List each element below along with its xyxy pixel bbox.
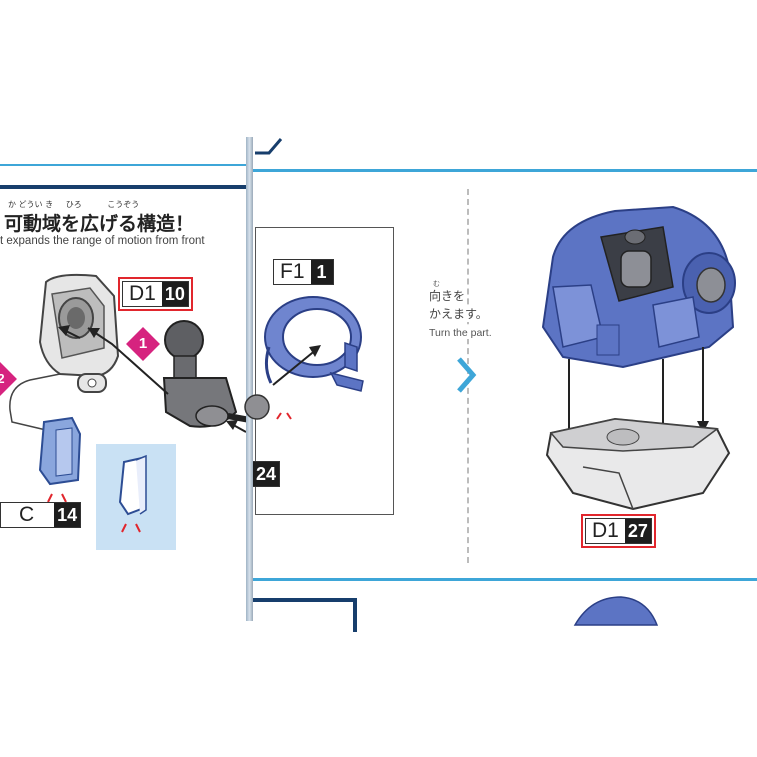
heading-jp: 可動域を広げる構造！ [4, 213, 195, 235]
right-panel: F1 1 24 む 向きを かえます。 Turn the part. [244, 137, 757, 632]
subheading-en: t expands the range of motion from front [0, 235, 205, 247]
top-rule-cyan [0, 164, 246, 166]
chevron-right-icon [457, 357, 477, 393]
left-panel: か どうい き ひろ こうぞう 可動域を広げる構造！ t expands the… [0, 137, 251, 621]
part-tag-c-14: C 14 [0, 502, 82, 528]
top-rule-cyan-right [253, 169, 757, 172]
partial-tag-24: 24 [253, 461, 281, 487]
next-part-peek [573, 596, 659, 626]
turn-note-jp-line1: 向きを [429, 287, 466, 304]
turn-note-furigana: む [433, 280, 440, 288]
turn-note-jp-line2: かえます。 [429, 305, 488, 322]
tag-number: 1 [310, 260, 333, 284]
dashed-divider [467, 189, 469, 563]
tag-number: 10 [161, 282, 188, 306]
tag-number: 14 [54, 503, 81, 527]
part-tag-d1-27: D1 27 [581, 514, 656, 548]
next-step-box [253, 598, 357, 632]
instruction-scan: か どうい き ひろ こうぞう 可動域を広げる構造！ t expands the… [0, 137, 757, 632]
part-tag-f1-1: F1 1 [273, 259, 334, 285]
turn-note-en: Turn the part. [429, 327, 492, 339]
ring-part-illustration [244, 296, 364, 420]
tag-letter: C [19, 503, 35, 526]
tag-number: 27 [624, 519, 651, 543]
step-marker-2-label: 2 [0, 371, 5, 386]
tag-letter: D1 [129, 282, 156, 305]
page-gutter [246, 137, 253, 621]
tag-letter: F1 [280, 260, 305, 283]
top-rule-navy [0, 185, 246, 189]
part-illustration-left [9, 273, 251, 550]
bottom-rule-cyan [253, 578, 757, 581]
tag-number: 24 [253, 462, 280, 486]
step-marker-1-label: 1 [138, 335, 148, 352]
heading-furigana: か どうい き ひろ こうぞう [8, 200, 140, 209]
top-corner-mark [255, 138, 283, 155]
tag-letter: D1 [592, 519, 619, 542]
part-tag-d1-10: D1 10 [118, 277, 193, 311]
assembly-illustration [541, 205, 736, 511]
